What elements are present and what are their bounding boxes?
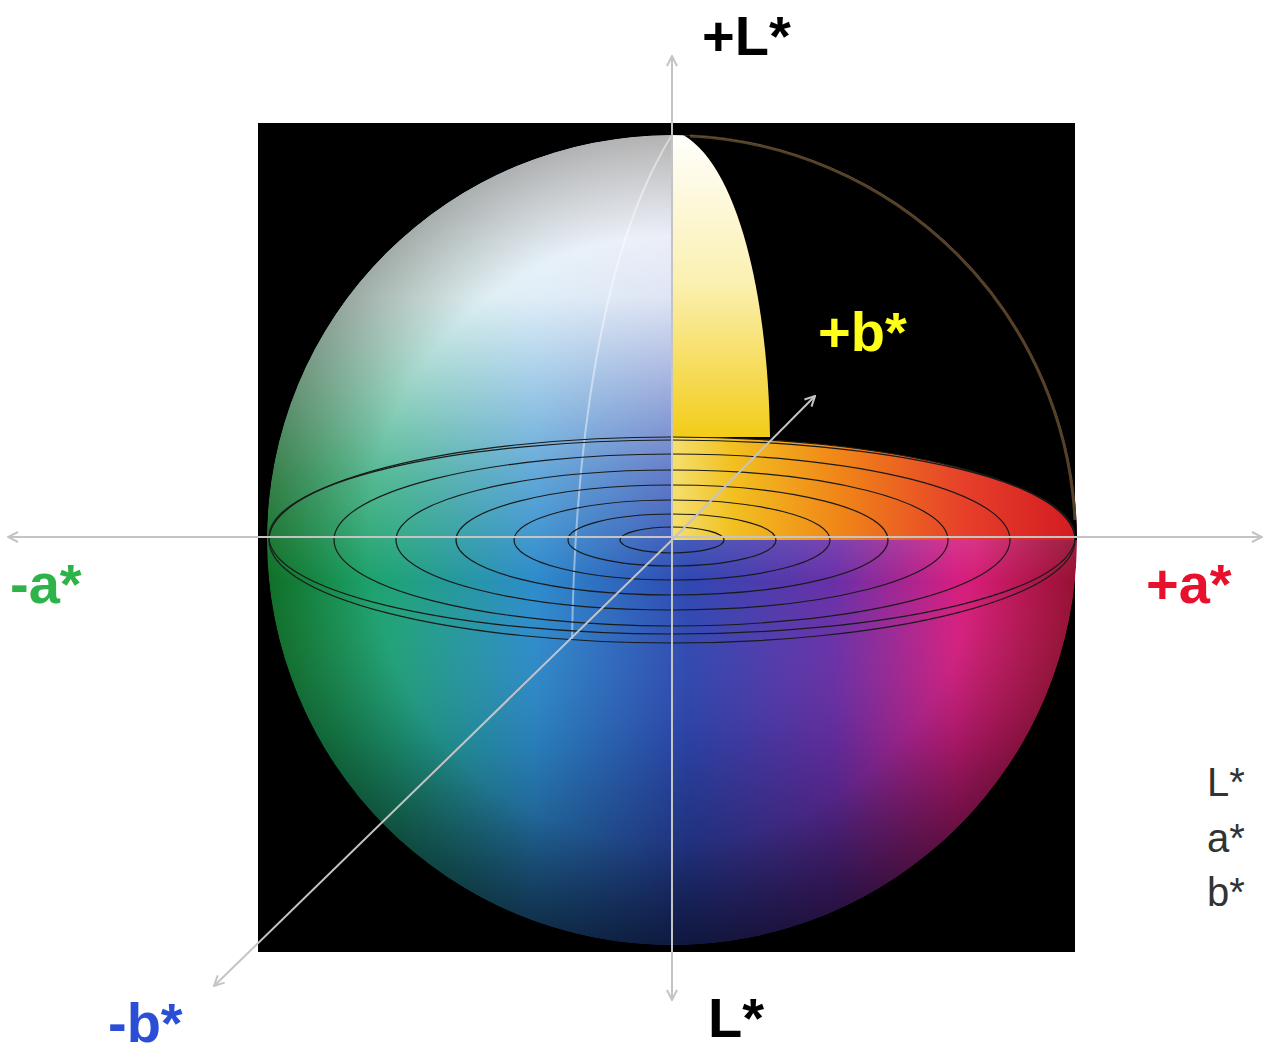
axis-label: +L* [702, 8, 791, 64]
axis-label: -a* [10, 556, 82, 612]
legend-term: b* [1207, 872, 1245, 912]
cut-face-b [672, 130, 770, 437]
axis-label: +a* [1146, 556, 1232, 612]
axis-label: L* [708, 990, 764, 1046]
axis-label: +b* [818, 304, 907, 360]
sphere [267, 90, 1100, 945]
legend-term: L* [1207, 762, 1245, 802]
cut-octant [672, 90, 1100, 540]
axis-label: -b* [108, 995, 183, 1051]
axes [8, 56, 1262, 1000]
legend-term: a* [1207, 818, 1245, 858]
